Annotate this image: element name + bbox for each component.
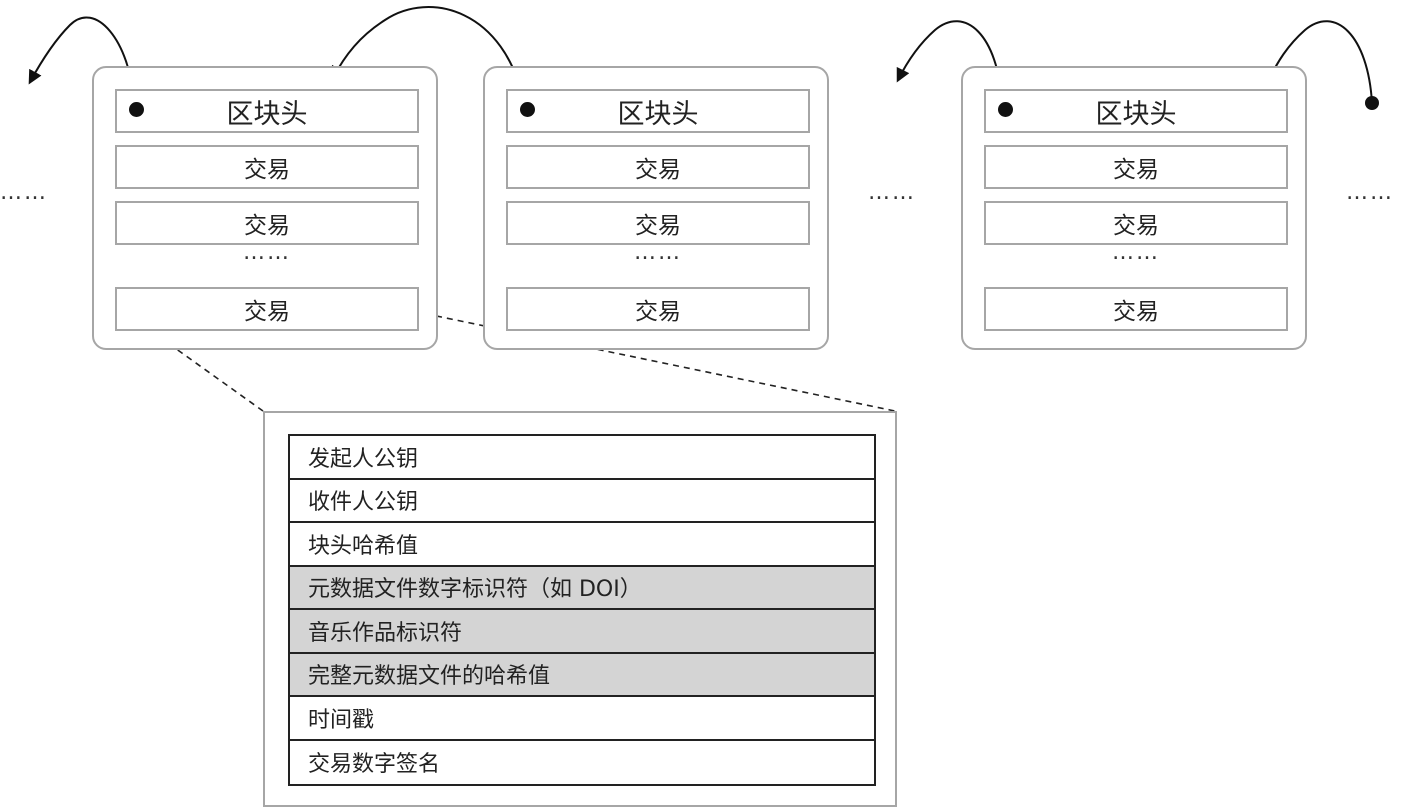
field-label: 收件人公钥 (308, 490, 419, 516)
transaction-ellipsis: …… (243, 240, 291, 265)
transaction-row: 交易 (115, 287, 419, 331)
field-metadata-doi: 元数据文件数字标识符（如 DOI） (290, 566, 874, 610)
transaction-field-table: 发起人公钥 收件人公钥 块头哈希值 元数据文件数字标识符（如 DOI） 音乐作品… (288, 434, 876, 786)
field-label: 交易数字签名 (308, 752, 441, 778)
field-work-identifier: 音乐作品标识符 (290, 610, 874, 654)
field-label: 发起人公钥 (308, 446, 419, 472)
transaction-label: 交易 (1113, 157, 1159, 183)
transaction-row: 交易 (984, 145, 1288, 189)
transaction-label: 交易 (635, 213, 681, 239)
transaction-row: 交易 (506, 287, 810, 331)
field-label: 完整元数据文件的哈希值 (308, 664, 551, 690)
transaction-row: 交易 (506, 201, 810, 245)
transaction-row: 交易 (506, 145, 810, 189)
transaction-row: 交易 (984, 201, 1288, 245)
field-label: 元数据文件数字标识符（如 DOI） (308, 577, 642, 603)
block-header: 区块头 (506, 89, 810, 133)
transaction-row: 交易 (115, 201, 419, 245)
chain-ellipsis-right: …… (1346, 180, 1394, 205)
chain-ellipsis-middle: …… (868, 180, 916, 205)
field-metadata-hash: 完整元数据文件的哈希值 (290, 653, 874, 697)
block-header-label: 区块头 (226, 98, 308, 130)
transaction-label: 交易 (635, 157, 681, 183)
field-label: 时间戳 (308, 707, 375, 733)
transaction-row: 交易 (115, 145, 419, 189)
transaction-label: 交易 (1113, 213, 1159, 239)
transaction-label: 交易 (635, 299, 681, 325)
pointer-dot (998, 102, 1013, 117)
transaction-row: 交易 (984, 287, 1288, 331)
block-header-label: 区块头 (1095, 98, 1177, 130)
field-sender-public-key: 发起人公钥 (290, 436, 874, 480)
transaction-ellipsis: …… (634, 240, 682, 265)
transaction-label: 交易 (244, 299, 290, 325)
block-header-label: 区块头 (617, 98, 699, 130)
field-label: 音乐作品标识符 (308, 620, 463, 646)
pointer-dot (1365, 96, 1379, 110)
field-recipient-public-key: 收件人公钥 (290, 480, 874, 523)
block-2: 区块头 交易 交易 …… 交易 (483, 66, 829, 350)
chain-ellipsis-left: …… (0, 180, 48, 205)
block-3: 区块头 交易 交易 …… 交易 (961, 66, 1307, 350)
field-label: 块头哈希值 (308, 533, 419, 559)
block-header: 区块头 (984, 89, 1288, 133)
field-header-hash: 块头哈希值 (290, 523, 874, 567)
transaction-ellipsis: …… (1112, 240, 1160, 265)
pointer-dot (520, 102, 535, 117)
transaction-label: 交易 (244, 213, 290, 239)
block-1: 区块头 交易 交易 …… 交易 (92, 66, 438, 350)
pointer-dot (129, 102, 144, 117)
transaction-label: 交易 (244, 157, 290, 183)
block-header: 区块头 (115, 89, 419, 133)
field-signature: 交易数字签名 (290, 741, 874, 785)
field-timestamp: 时间戳 (290, 697, 874, 741)
transaction-label: 交易 (1113, 299, 1159, 325)
transaction-detail-box: 发起人公钥 收件人公钥 块头哈希值 元数据文件数字标识符（如 DOI） 音乐作品… (263, 411, 897, 807)
